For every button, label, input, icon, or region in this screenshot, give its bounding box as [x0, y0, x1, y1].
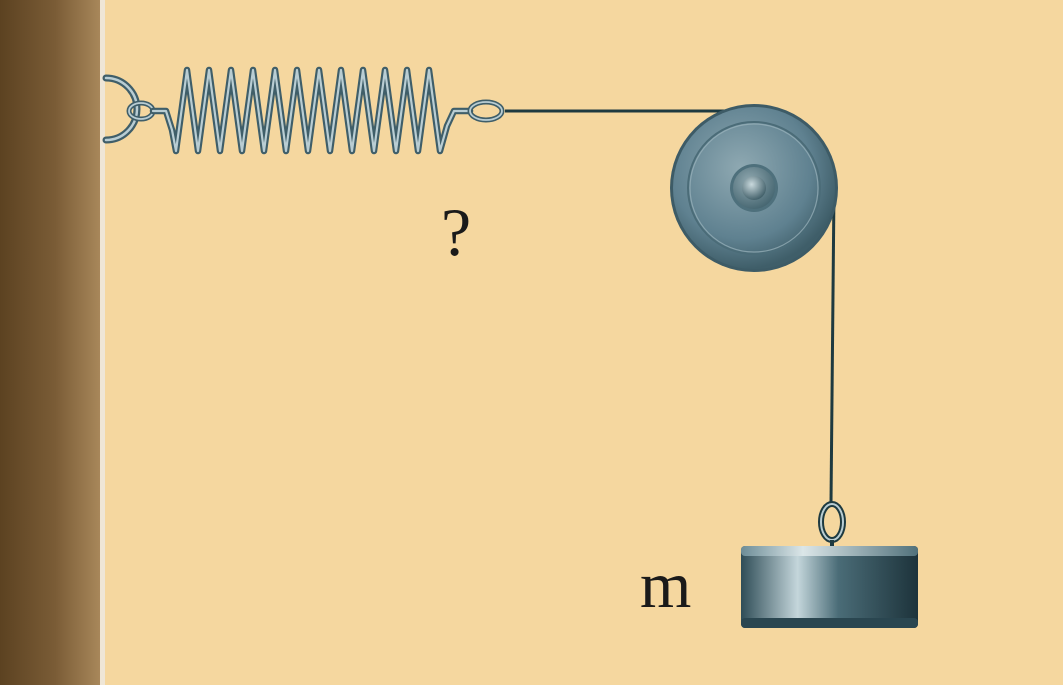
- mass-label: m: [640, 549, 692, 622]
- wall-icon: [0, 0, 105, 685]
- unknown-label: ?: [441, 194, 472, 270]
- mass-block-icon: [741, 546, 918, 628]
- mass-hook: [818, 501, 846, 549]
- pulley-icon: [670, 104, 838, 272]
- spring-icon: [102, 66, 505, 155]
- string: [505, 109, 836, 503]
